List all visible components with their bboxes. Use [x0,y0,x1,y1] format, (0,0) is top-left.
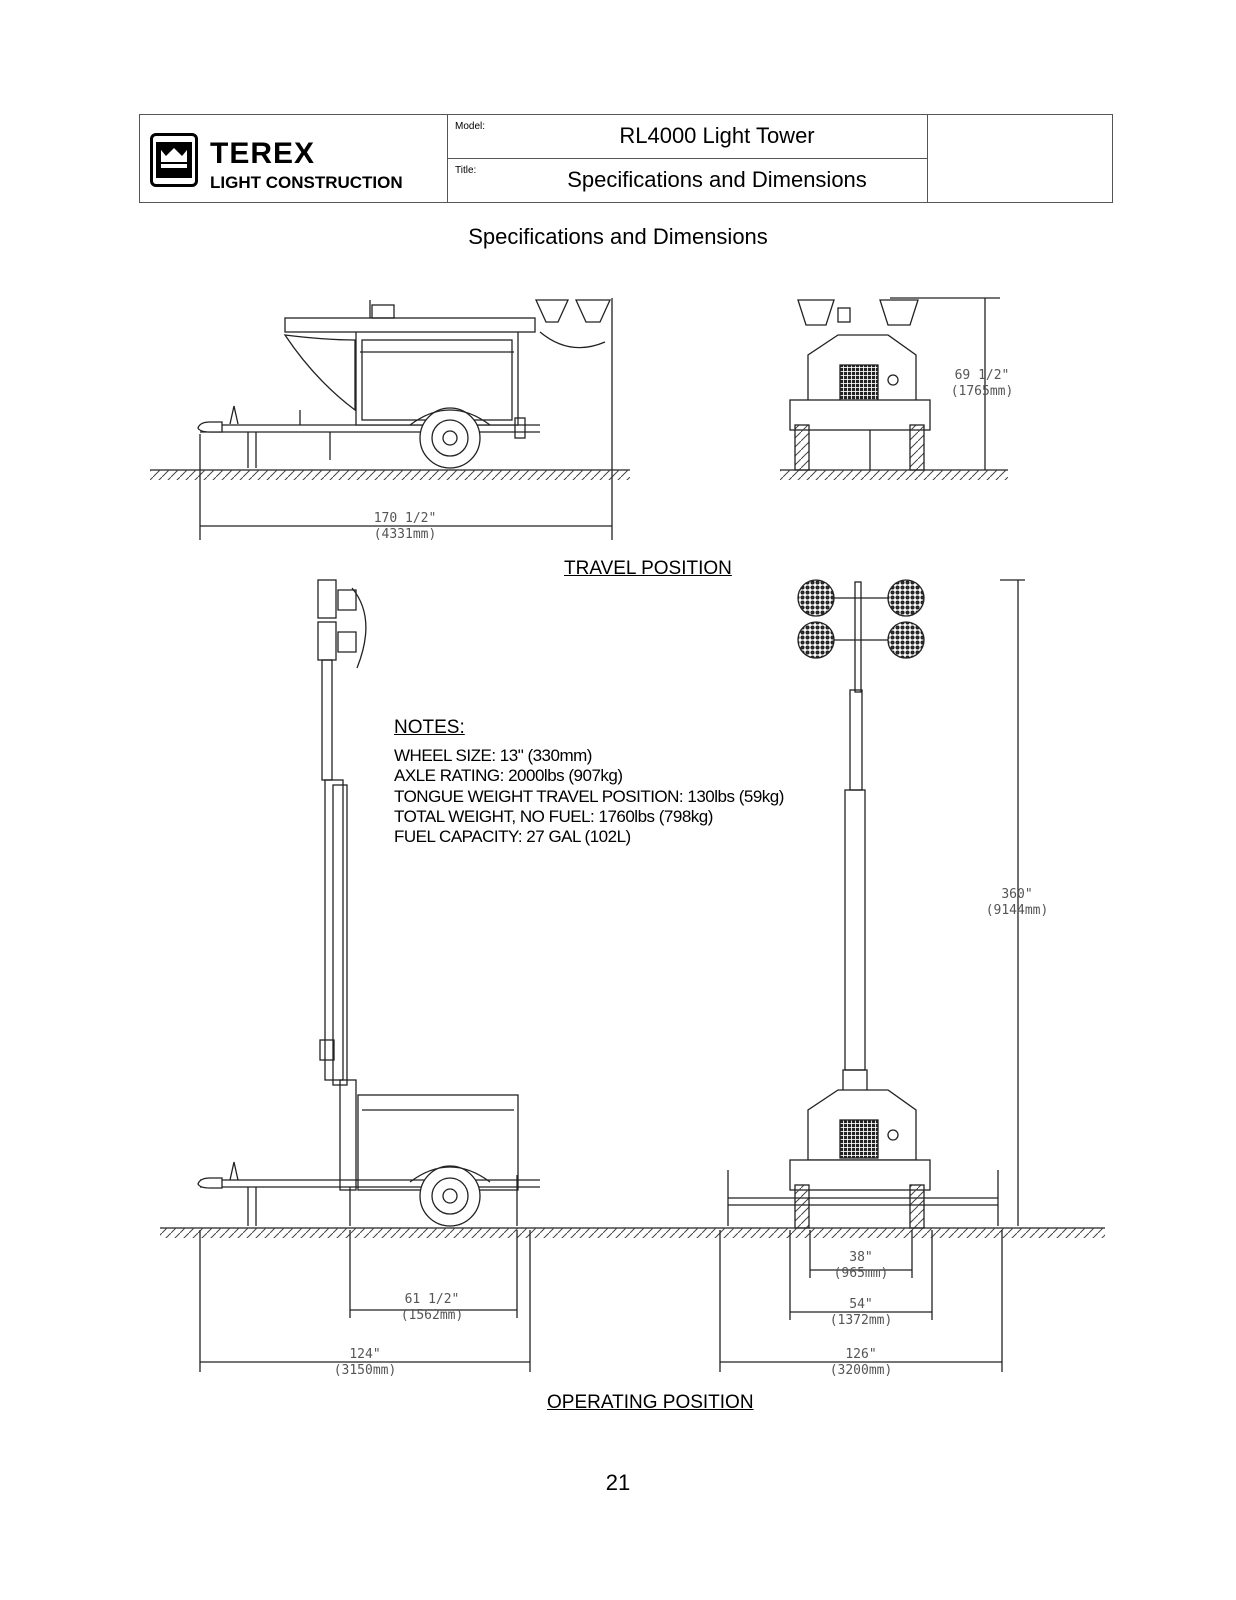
model-label: Model: [455,121,486,132]
title-row: Title: Specifications and Dimensions [447,159,927,202]
title-block: TEREX LIGHT CONSTRUCTION Model: RL4000 L… [139,114,1113,203]
page-number: 21 [605,1470,631,1495]
brand-name: TEREX [210,137,316,170]
title-label: Title: [455,165,477,176]
dim-travel-length: 170 1/2" (4331mm) [373,511,437,542]
title-value: Specifications and Dimensions [567,167,867,192]
note-total-weight: TOTAL WEIGHT, NO FUEL: 1760lbs (798kg) [394,807,713,826]
dim-track-width: 38" (965mm) [833,1250,889,1281]
operating-rear-view [719,579,1105,1372]
page-heading: Specifications and Dimensions [468,224,768,249]
title-block-fields: Model: RL4000 Light Tower Title: Specifi… [447,115,928,202]
dim-outrigger-span: 126" (3200mm) [829,1347,893,1378]
company-logo: TEREX LIGHT CONSTRUCTION [140,115,448,202]
travel-side-view [150,298,630,540]
note-fuel-capacity: FUEL CAPACITY: 27 GAL (102L) [394,827,631,846]
model-row: Model: RL4000 Light Tower [447,115,927,159]
brand-subtitle: LIGHT CONSTRUCTION [210,173,403,192]
note-axle-rating: AXLE RATING: 2000lbs (907kg) [394,766,623,785]
travel-position-caption: TRAVEL POSITION [564,558,732,579]
travel-rear-view [780,297,1008,480]
dim-overall-width: 54" (1372mm) [829,1297,893,1328]
dim-operating-height: 360" (9144mm) [985,887,1049,918]
operating-side-view [160,579,720,1372]
operating-position-caption: OPERATING POSITION [547,1392,754,1413]
model-value: RL4000 Light Tower [619,123,815,148]
dim-operating-length: 124" (3150mm) [333,1347,397,1378]
dim-travel-height: 69 1/2" (1765mm) [950,368,1014,399]
note-tongue-weight: TONGUE WEIGHT TRAVEL POSITION: 130lbs (5… [394,787,784,806]
note-wheel-size: WHEEL SIZE: 13" (330mm) [394,746,592,765]
notes-title: NOTES: [394,717,465,738]
dim-outrigger-side: 61 1/2" (1562mm) [400,1292,464,1323]
crown-logo-icon [150,133,198,187]
